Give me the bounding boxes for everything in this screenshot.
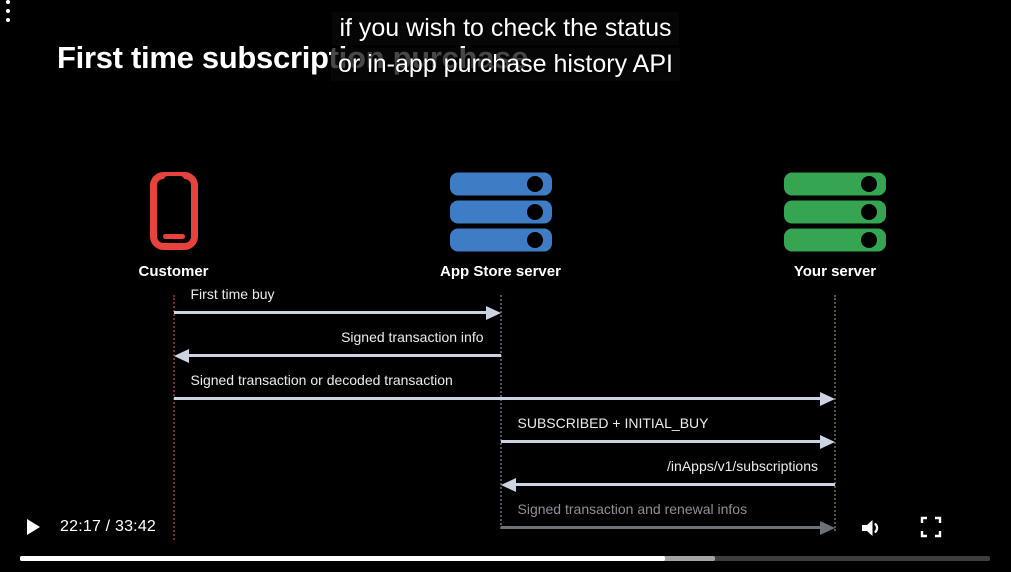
message-label: /inApps/v1/subscriptions (667, 458, 818, 474)
message-label: Signed transaction or decoded transactio… (190, 372, 453, 388)
message-label: Signed transaction info (341, 329, 484, 345)
message-arrow (500, 478, 835, 492)
message-arrow (173, 306, 501, 320)
actor-label: Your server (793, 263, 877, 280)
progress-bar[interactable] (20, 556, 990, 561)
message-label: SUBSCRIBED + INITIAL_BUY (517, 415, 709, 431)
message-arrow (173, 392, 835, 406)
message-arrow (500, 435, 835, 449)
time-display: 22:17 / 33:42 (60, 518, 157, 535)
lifeline-yourserver (834, 295, 836, 531)
fullscreen-icon[interactable] (920, 516, 942, 543)
kebab-menu-icon[interactable] (0, 0, 16, 22)
caption-text: if you wish to check the status (332, 12, 679, 45)
volume-icon[interactable] (859, 516, 883, 545)
server-icon (449, 172, 553, 257)
progress-played (20, 556, 666, 561)
message-arrow (500, 521, 835, 535)
lifeline-appstore (499, 295, 502, 529)
phone-icon (149, 172, 198, 255)
server-icon (783, 172, 887, 257)
lifeline-customer (172, 295, 175, 540)
actor-label: App Store server (440, 263, 561, 280)
message-label: Signed transaction and renewal infos (517, 501, 748, 517)
caption-text: or in-app purchase history API (331, 48, 680, 81)
message-label: First time buy (190, 286, 275, 302)
play-icon[interactable] (27, 519, 40, 535)
message-arrow (173, 349, 501, 363)
actor-label: Customer (138, 263, 209, 280)
caption-overlay: if you wish to check the status or in-ap… (0, 12, 1011, 84)
caption-line: if you wish to check the status (0, 12, 1011, 48)
caption-line: or in-app purchase history API (0, 48, 1011, 84)
